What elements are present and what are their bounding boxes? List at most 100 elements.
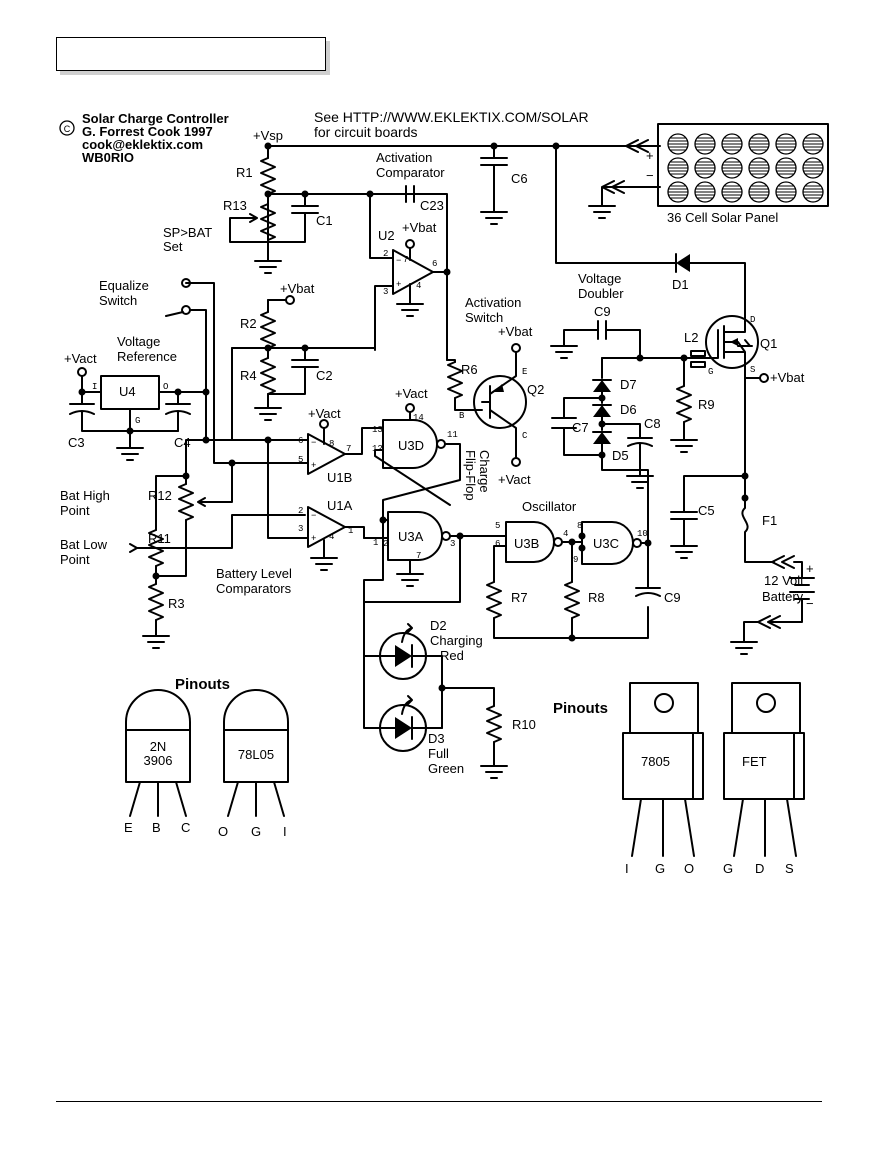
q2-vbat-label: +Vbat <box>498 324 533 339</box>
credits-block: C Solar Charge Controller G. Forrest Coo… <box>59 111 229 165</box>
u1b-pin-8: 8 <box>329 439 334 449</box>
u1b-opamp: +Vact − + 6 5 8 7 U1B <box>228 406 384 485</box>
u1b-pin-5: 5 <box>298 455 303 465</box>
r8-label: R8 <box>588 590 605 605</box>
bat-low-label-2: Point <box>60 552 90 567</box>
u1a-pin-4: 4 <box>329 532 334 542</box>
u3a-pin-3: 3 <box>450 539 455 549</box>
credits-email: cook@eklektix.com <box>82 137 203 152</box>
u4-pin-i: I <box>92 382 97 392</box>
u1b-vact-label: +Vact <box>308 406 341 421</box>
u3a-label: U3A <box>398 529 424 544</box>
u3c-gate: U3C 8 9 10 <box>571 521 652 583</box>
r13-label: R13 <box>223 198 247 213</box>
u2-vbat-label: +Vbat <box>402 220 437 235</box>
u1a-pin-2: 2 <box>298 506 303 516</box>
vsp-label: +Vsp <box>253 128 283 143</box>
c3-label: C3 <box>68 435 85 450</box>
pkg-2n3906-lead-b: B <box>152 820 161 835</box>
d6-diode <box>592 404 612 417</box>
panel-plus-connector <box>625 139 649 153</box>
website-line: See HTTP://WWW.EKLEKTIX.COM/SOLAR <box>314 109 589 125</box>
u3b-pin-4: 4 <box>563 529 568 539</box>
u1a-pin-3: 3 <box>298 524 303 534</box>
u3c-pin-10: 10 <box>637 529 648 539</box>
pkg-78l05-lead-i: I <box>283 824 287 839</box>
u3a-pin-2: 2 <box>383 539 388 549</box>
c8-label: C8 <box>644 416 661 431</box>
pkg-7805-lead-g: G <box>655 861 665 876</box>
u3a-pin-7: 7 <box>416 551 421 561</box>
pkg-78l05-lead-g: G <box>251 824 261 839</box>
u3d-label: U3D <box>398 438 424 453</box>
l2-label: L2 <box>684 330 698 345</box>
c4-label: C4 <box>174 435 191 450</box>
d5-diode <box>592 431 612 444</box>
battery-label-1: 12 Volt <box>764 573 804 588</box>
credits-callsign: WB0RIO <box>82 150 134 165</box>
u2-pin-7: 7 <box>403 255 408 265</box>
u3d-vact-label: +Vact <box>395 386 428 401</box>
u2-pin-4: 4 <box>416 281 421 291</box>
u2-plus: + <box>396 280 401 290</box>
d3-led <box>379 695 443 752</box>
u2-minus: − <box>396 256 401 266</box>
q2-transistor: +Vbat +Vact E B C Q2 <box>459 324 544 487</box>
d7-label: D7 <box>620 377 637 392</box>
c7-label: C7 <box>572 420 589 435</box>
pkg-fet-lead-d: D <box>755 861 764 876</box>
pkg-7805-lead-o: O <box>684 861 694 876</box>
oscillator-label: Oscillator <box>522 499 577 514</box>
u3d-pin-11: 11 <box>447 430 458 440</box>
r6-label: R6 <box>461 362 478 377</box>
u3c-label: U3C <box>593 536 619 551</box>
f1-label: F1 <box>762 513 777 528</box>
solar-panel-label: 36 Cell Solar Panel <box>667 210 778 225</box>
u3c-pin-9: 9 <box>573 555 578 565</box>
panel-minus-connector <box>601 180 661 201</box>
r1-label: R1 <box>236 165 253 180</box>
doubler-label-2: Doubler <box>578 286 624 301</box>
pkg-78l05-lead-o: O <box>218 824 228 839</box>
d3-label: D3 <box>428 731 445 746</box>
pkg-7805-name: 7805 <box>641 754 670 769</box>
d6-label: D6 <box>620 402 637 417</box>
copyright-symbol: C <box>64 124 71 134</box>
r11-label: R11 <box>148 531 171 546</box>
d5-label: D5 <box>612 448 629 463</box>
u1b-pin-6: 6 <box>298 436 303 446</box>
r4-label: R4 <box>240 368 257 383</box>
d2-desc-1: Charging <box>430 633 483 648</box>
c6-label: C6 <box>511 171 528 186</box>
header-box <box>56 37 326 71</box>
u3b-pin-5: 5 <box>495 521 500 531</box>
q1-pin-g: G <box>708 367 713 377</box>
d1-diode <box>675 253 690 273</box>
u1a-pin-1: 1 <box>348 526 353 536</box>
u4-vact-label: +Vact <box>64 351 97 366</box>
u1b-label: U1B <box>327 470 352 485</box>
equalize-label-1: Equalize <box>99 278 149 293</box>
c23-label: C23 <box>420 198 444 213</box>
r2-vbat-label: +Vbat <box>280 281 315 296</box>
q1-vbat-label: +Vbat <box>770 370 805 385</box>
battery-plus: + <box>806 561 814 576</box>
c1-label: C1 <box>316 213 333 228</box>
u1b-minus: − <box>311 438 316 448</box>
pinout-7805: 7805 I G O <box>622 682 704 876</box>
q1-pin-d: D <box>750 315 755 325</box>
u1a-opamp: − + 2 3 4 1 U1A <box>267 439 384 571</box>
pkg-78l05-name: 78L05 <box>238 747 274 762</box>
q2-label: Q2 <box>527 382 544 397</box>
battery-label-2: Battery <box>762 589 804 604</box>
q1-label: Q1 <box>760 336 777 351</box>
u3c-pin-8: 8 <box>577 521 582 531</box>
bat-high-label-1: Bat High <box>60 488 110 503</box>
q1-mosfet: D G S Q1 <box>705 304 777 477</box>
pkg-fet-lead-g: G <box>723 861 733 876</box>
bat-high-label-2: Point <box>60 503 90 518</box>
pinout-2n3906: 2N 3906 E B C <box>124 689 191 835</box>
u3b-pin-6: 6 <box>495 539 500 549</box>
r12-label: R12 <box>148 488 172 503</box>
